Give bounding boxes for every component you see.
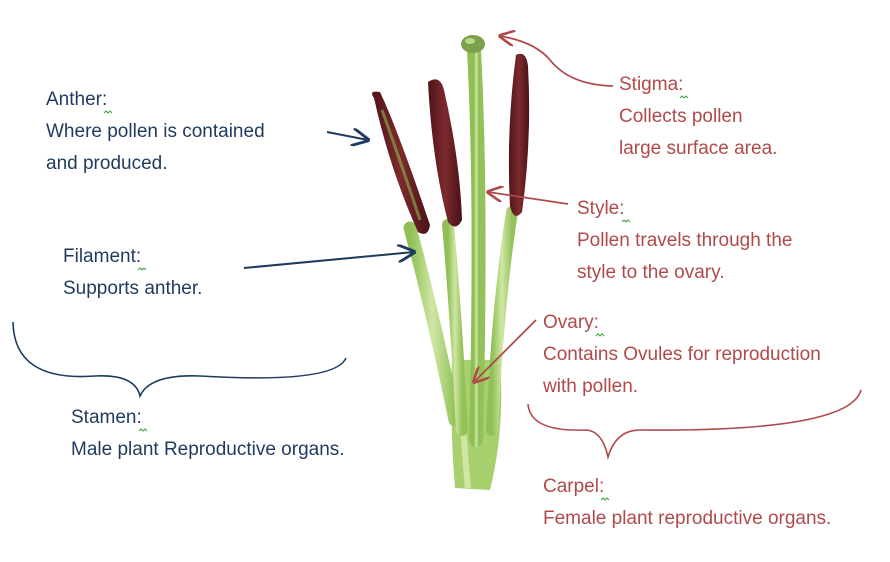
anther-term: Anther: <box>46 84 113 116</box>
flower-illustration <box>372 35 530 490</box>
stamen-brace <box>12 321 347 399</box>
anther-label: Anther: Where pollen is contained and pr… <box>46 84 265 180</box>
anther-description-line-2: and produced. <box>46 153 168 174</box>
stigma-term: Stigma: <box>619 69 689 101</box>
spellcheck-squiggle-icon <box>104 110 113 114</box>
spellcheck-squiggle-icon <box>138 267 147 271</box>
spellcheck-squiggle-icon <box>601 497 610 501</box>
filament-label: Filament: Supports anther. <box>63 241 202 305</box>
spellcheck-squiggle-icon <box>621 219 630 223</box>
filament-description-line-1: Supports anther. <box>63 278 203 299</box>
style-description-line-1: Pollen travels through the <box>577 230 793 251</box>
stigma-label: Stigma: Collects pollen large surface ar… <box>619 69 777 165</box>
anther-arrow <box>326 132 368 140</box>
carpel-label: Carpel: Female plant reproductive organs… <box>543 471 831 535</box>
ovary-label: Ovary: Contains Ovules for reproduction … <box>543 307 821 403</box>
style-term: Style: <box>577 193 630 225</box>
ovary-description-line-2: with pollen. <box>543 376 639 397</box>
filament-arrow <box>243 252 414 269</box>
filament-middle <box>442 219 468 436</box>
ovary-term: Ovary: <box>543 307 604 339</box>
stigma-description-line-2: large surface area. <box>619 138 778 159</box>
carpel-term: Carpel: <box>543 471 610 503</box>
style-description-line-2: style to the ovary. <box>577 262 725 283</box>
ovary-arrow <box>474 319 537 382</box>
stigma-description-line-1: Collects pollen <box>619 106 743 127</box>
filament-term: Filament: <box>63 241 147 273</box>
spellcheck-squiggle-icon <box>680 95 689 99</box>
spellcheck-squiggle-icon <box>595 333 604 337</box>
anther-middle <box>428 79 462 227</box>
filament-right <box>486 206 518 436</box>
stigma-tip <box>461 35 485 53</box>
stamen-term: Stamen: <box>71 402 147 434</box>
ovary-description-line-1: Contains Ovules for reproduction <box>543 344 821 365</box>
anther-description-line-1: Where pollen is contained <box>46 121 265 142</box>
carpel-description-line-1: Female plant reproductive organs. <box>543 508 832 529</box>
style-label: Style: Pollen travels through the style … <box>577 193 792 289</box>
anther-right <box>508 53 530 216</box>
carpel-brace <box>527 389 862 461</box>
stigma-arrow <box>500 36 614 87</box>
style-arrow <box>488 192 569 205</box>
stamen-label: Stamen: Male plant Reproductive organs. <box>71 402 345 466</box>
spellcheck-squiggle-icon <box>138 428 147 432</box>
stamen-description-line-1: Male plant Reproductive organs. <box>71 439 345 460</box>
